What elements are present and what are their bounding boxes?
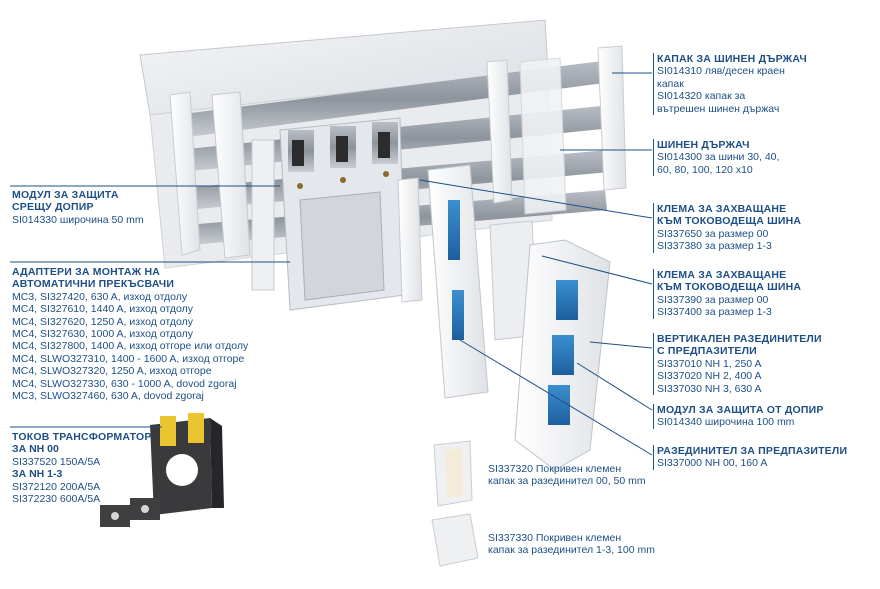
label-line: MC4, SLWO327310, 1400 - 1600 A, изход от… xyxy=(12,352,245,365)
label-line: вътрешен шинен държач xyxy=(657,102,780,115)
label-line: MC4, SI327610, 1440 A, изход отдолу xyxy=(12,303,193,316)
label-heading: ВЕРТИКАЛЕН РАЗЕДИНИТЕЛИ xyxy=(657,333,822,345)
touch-protection-left-module xyxy=(211,91,251,259)
fuse-disconnector-nh00 xyxy=(427,164,489,399)
terminal-cover-1-3 xyxy=(431,513,479,567)
label-breaker-adapters: АДАПТЕРИ ЗА МОНТАЖ НА АВТОМАТИЧНИ ПРЕКЪС… xyxy=(12,266,248,402)
label-line: SI337400 за размер 1-3 xyxy=(657,306,772,319)
label-busbar-holder: ШИНЕН ДЪРЖАЧ SI014300 за шини 30, 40, 60… xyxy=(653,139,780,177)
label-heading: РАЗЕДИНИТЕЛ ЗА ПРЕДПАЗИТЕЛИ xyxy=(657,445,848,457)
label-line: MC4, SLWO327330, 630 - 1000 A, dovod zgo… xyxy=(12,377,237,390)
label-heading: КЛЕМА ЗА ЗАХВАЩАНЕ xyxy=(657,269,787,281)
label-line: MC3, SI327420, 630 A, изход отдолу xyxy=(12,290,188,303)
label-heading: ТОКОВ ТРАНСФОРМАТОР xyxy=(12,431,152,443)
label-line: SI337330 Покривен клемен xyxy=(488,532,622,544)
breaker-adapter xyxy=(251,117,406,311)
label-fuse-disconnector: РАЗЕДИНИТЕЛ ЗА ПРЕДПАЗИТЕЛИ SI337000 NH … xyxy=(653,445,847,470)
label-line: SI014320 капак за xyxy=(657,90,746,103)
label-line: SI372120 200A/5A xyxy=(12,480,101,493)
label-heading: С ПРЕДПАЗИТЕЛИ xyxy=(657,345,757,358)
label-heading: КЪМ ТОКОВОДЕЩА ШИНА xyxy=(657,215,802,228)
label-vertical-disconnector: ВЕРТИКАЛЕН РАЗЕДИНИТЕЛИ С ПРЕДПАЗИТЕЛИ S… xyxy=(653,333,822,396)
label-terminal-cover-00: SI337320 Покривен клемен капак за разеди… xyxy=(488,463,646,488)
label-line: SI337030 NH 3, 630 A xyxy=(657,382,762,395)
label-busbar-clamp-1: КЛЕМА ЗА ЗАХВАЩАНЕ КЪМ ТОКОВОДЕЩА ШИНА S… xyxy=(653,203,801,253)
label-heading: АДАПТЕРИ ЗА МОНТАЖ НА xyxy=(12,266,161,278)
label-line: SI014330 широчина 50 mm xyxy=(12,213,144,226)
label-line: 60, 80, 100, 120 x10 xyxy=(657,163,753,176)
label-busbar-holder-cover: КАПАК ЗА ШИНЕН ДЪРЖАЧ SI014310 ляв/десен… xyxy=(653,53,807,116)
vertical-fuse-disconnector xyxy=(514,239,611,471)
label-heading: КАПАК ЗА ШИНЕН ДЪРЖАЧ xyxy=(657,53,807,65)
label-line: SI337010 NH 1, 250 A xyxy=(657,357,762,370)
label-busbar-clamp-2: КЛЕМА ЗА ЗАХВАЩАНЕ КЪМ ТОКОВОДЕЩА ШИНА S… xyxy=(653,269,801,319)
leader-lines xyxy=(10,72,653,456)
label-terminal-cover-1-3: SI337330 Покривен клемен капак за разеди… xyxy=(488,532,655,557)
busbar-holder xyxy=(169,45,627,256)
label-line: SI014340 широчина 100 mm xyxy=(657,416,795,429)
label-heading: АВТОМАТИЧНИ ПРЕКЪСВАЧИ xyxy=(12,278,175,291)
label-line: SI014300 за шини 30, 40, xyxy=(657,151,780,164)
label-heading: МОДУЛ ЗА ЗАЩИТА xyxy=(12,189,119,201)
label-line: SI337320 Покривен клемен xyxy=(488,463,622,475)
label-current-transformer: ТОКОВ ТРАНСФОРМАТОР ЗА NH 00 SI337520 15… xyxy=(12,431,152,505)
label-heading: СРЕЩУ ДОПИР xyxy=(12,201,94,214)
label-line: SI337520 150A/5A xyxy=(12,455,101,468)
label-line: SI337380 за размер 1-3 xyxy=(657,240,772,253)
label-line: MC3, SLWO327460, 630 A, dovod zgoraj xyxy=(12,390,204,403)
label-line: MC4, SI327800, 1400 A, изход отгоре или … xyxy=(12,340,249,353)
label-line: SI337020 NH 2, 400 A xyxy=(657,370,762,383)
label-line: SI337390 за размер 00 xyxy=(657,293,769,306)
label-line: MC4, SLWO327320, 1250 A, изход отгоре xyxy=(12,365,212,378)
current-transformer xyxy=(100,413,224,527)
label-line: SI372230 600A/5A xyxy=(12,493,101,506)
label-line: SI337650 за размер 00 xyxy=(657,227,769,240)
label-line: капак за разединител 1-3, 100 mm xyxy=(488,544,655,557)
label-touch-protection-right: МОДУЛ ЗА ЗАЩИТА ОТ ДОПИР SI014340 широчи… xyxy=(653,404,824,429)
label-heading: МОДУЛ ЗА ЗАЩИТА ОТ ДОПИР xyxy=(657,404,824,416)
label-line: капак за разединител 00, 50 mm xyxy=(488,475,646,488)
label-heading: КЛЕМА ЗА ЗАХВАЩАНЕ xyxy=(657,203,787,215)
label-subheading: ЗА NH 00 xyxy=(12,443,59,456)
label-line: SI337000 NH 00, 160 A xyxy=(657,457,768,470)
label-line: MC4, SI327630, 1000 A, изход отдолу xyxy=(12,328,193,341)
label-line: MC4, SI327620, 1250 A, изход отдолу xyxy=(12,315,193,328)
label-touch-protection-left: МОДУЛ ЗА ЗАЩИТА СРЕЩУ ДОПИР SI014330 шир… xyxy=(12,189,144,226)
label-heading: ШИНЕН ДЪРЖАЧ xyxy=(657,139,750,151)
label-line: капак xyxy=(657,77,684,90)
label-heading: КЪМ ТОКОВОДЕЩА ШИНА xyxy=(657,281,802,294)
terminal-cover-00 xyxy=(433,440,473,507)
label-line: SI014310 ляв/десен краен xyxy=(657,65,785,78)
label-subheading: ЗА NH 1-3 xyxy=(12,468,63,481)
